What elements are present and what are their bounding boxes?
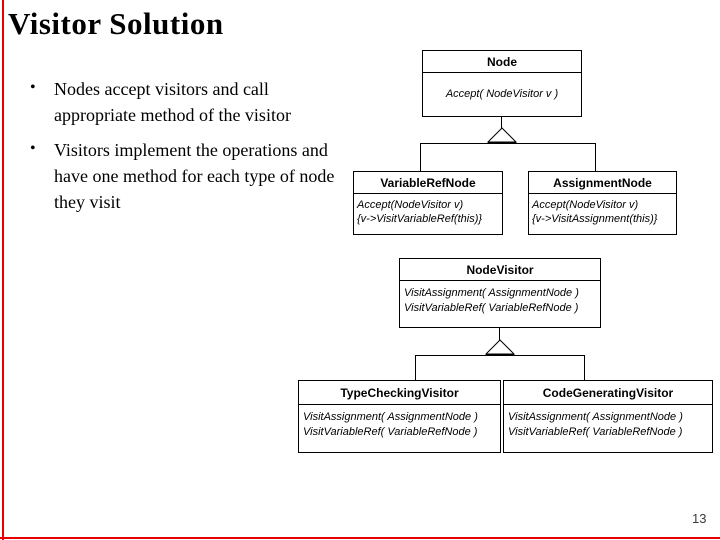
- class-method: {v->VisitAssignment(this)}: [532, 213, 658, 225]
- class-method: VisitVariableRef( VariableRefNode ): [508, 426, 683, 438]
- left-accent-line: [2, 0, 4, 540]
- uml-class-node: Node Accept( NodeVisitor v ): [422, 50, 582, 117]
- uml-class-typecheckingvisitor: TypeCheckingVisitor VisitAssignment( Ass…: [298, 380, 501, 453]
- uml-class-assignmentnode: AssignmentNode Accept(NodeVisitor v) {v-…: [528, 171, 677, 235]
- class-title: CodeGeneratingVisitor: [504, 381, 712, 405]
- bullet-list: • Nodes accept visitors and call appropr…: [28, 76, 346, 224]
- page-number: 13: [692, 511, 707, 526]
- class-title: AssignmentNode: [529, 172, 676, 194]
- class-methods: Accept(NodeVisitor v) {v->VisitVariableR…: [354, 194, 502, 230]
- inheritance-line: [420, 143, 421, 171]
- bullet-text: Visitors implement the operations and ha…: [54, 140, 335, 212]
- page-title: Visitor Solution: [8, 6, 224, 41]
- inheritance-line: [420, 143, 596, 144]
- class-method: VisitAssignment( AssignmentNode ): [404, 287, 579, 299]
- bottom-accent-line: [0, 537, 720, 539]
- inheritance-line: [415, 355, 585, 356]
- inheritance-line: [584, 355, 585, 380]
- class-title: TypeCheckingVisitor: [299, 381, 500, 405]
- bullet-text: Nodes accept visitors and call appropria…: [54, 79, 291, 125]
- class-method: Accept(NodeVisitor v): [532, 199, 639, 211]
- inheritance-triangle-icon: [484, 339, 516, 356]
- bullet-icon: •: [30, 140, 36, 157]
- class-methods: VisitAssignment( AssignmentNode ) VisitV…: [504, 405, 712, 445]
- inheritance-line: [595, 143, 596, 171]
- list-item: • Nodes accept visitors and call appropr…: [28, 76, 346, 128]
- uml-class-nodevisitor: NodeVisitor VisitAssignment( AssignmentN…: [399, 258, 601, 328]
- class-method: Accept(NodeVisitor v): [357, 199, 464, 211]
- uml-class-codegeneratingvisitor: CodeGeneratingVisitor VisitAssignment( A…: [503, 380, 713, 453]
- class-method: Accept( NodeVisitor v ): [445, 88, 559, 100]
- class-methods: VisitAssignment( AssignmentNode ) VisitV…: [299, 405, 500, 445]
- class-methods: Accept(NodeVisitor v) {v->VisitAssignmen…: [529, 194, 676, 230]
- class-method: VisitAssignment( AssignmentNode ): [303, 411, 478, 423]
- class-method: VisitAssignment( AssignmentNode ): [508, 411, 683, 423]
- inheritance-line: [501, 117, 502, 128]
- class-method: {v->VisitVariableRef(this)}: [357, 213, 483, 225]
- class-title: Node: [423, 51, 581, 73]
- inheritance-line: [415, 355, 416, 380]
- inheritance-triangle-icon: [486, 127, 518, 144]
- class-title: VariableRefNode: [354, 172, 502, 194]
- inheritance-line: [499, 328, 500, 340]
- class-method: VisitVariableRef( VariableRefNode ): [303, 426, 478, 438]
- list-item: • Visitors implement the operations and …: [28, 137, 346, 215]
- bullet-icon: •: [30, 79, 36, 96]
- uml-class-variablerefnode: VariableRefNode Accept(NodeVisitor v) {v…: [353, 171, 503, 235]
- class-method: VisitVariableRef( VariableRefNode ): [404, 302, 579, 314]
- class-methods: VisitAssignment( AssignmentNode ) VisitV…: [400, 281, 600, 321]
- class-title: NodeVisitor: [400, 259, 600, 281]
